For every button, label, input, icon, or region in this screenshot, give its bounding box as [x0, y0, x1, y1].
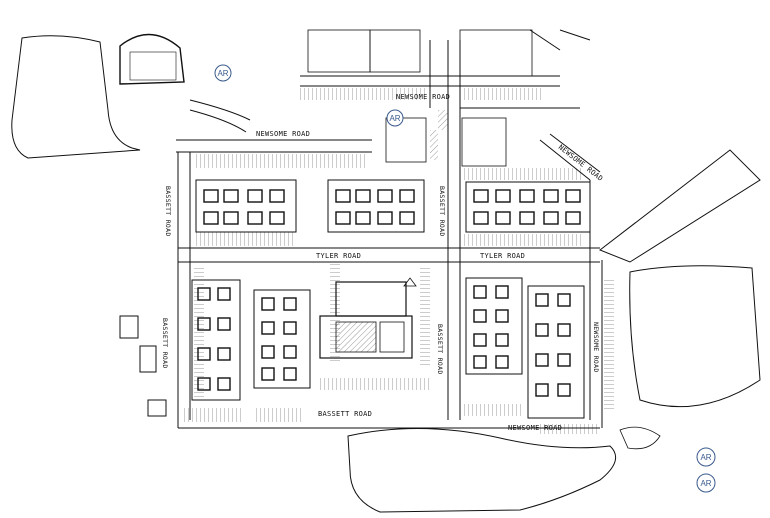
north-building-1 — [307, 29, 371, 73]
newsome-road-top-label: NEWSOME ROAD — [256, 130, 310, 138]
building-block-ne — [465, 181, 591, 233]
hatch-strip-1 — [430, 130, 438, 160]
bassett-road-right-label: BASSETT ROAD — [436, 324, 444, 375]
north-building-2 — [369, 29, 421, 73]
stadium-northwest — [119, 33, 185, 85]
road-network — [176, 29, 603, 429]
ar-marker-1[interactable]: AR — [214, 64, 232, 82]
tyler-road-right-label: TYLER ROAD — [480, 252, 525, 260]
bassett-road-lower-label: BASSETT ROAD — [161, 318, 169, 369]
newsome-road-upper-label: NEWSOME ROAD — [396, 93, 450, 101]
svg-text:AR: AR — [700, 479, 711, 488]
small-building-west-1 — [119, 315, 139, 339]
ar-marker-3[interactable]: AR — [696, 447, 716, 467]
parking-stalls — [182, 88, 614, 434]
building-block-sw2 — [253, 289, 311, 389]
building-block-se1 — [465, 277, 523, 375]
open-lot-northwest — [11, 35, 141, 159]
hatch-strip-2 — [438, 110, 448, 130]
north-building-3 — [459, 29, 533, 77]
stadium-inner — [129, 51, 177, 81]
svg-text:AR: AR — [217, 69, 228, 78]
open-lot-east-lower — [629, 265, 761, 408]
newsome-road-right-label: NEWSOME ROAD — [592, 322, 600, 373]
bassett-road-mid-label: BASSETT ROAD — [438, 186, 446, 237]
svg-text:AR: AR — [700, 453, 711, 462]
tyler-road-left-label: TYLER ROAD — [316, 252, 361, 260]
ar-marker-4[interactable]: AR — [696, 473, 716, 493]
building-block-nw — [195, 179, 297, 233]
northeast-diagonal-road — [598, 149, 761, 263]
building-block-nc — [327, 179, 425, 233]
svg-text:AR: AR — [389, 114, 400, 123]
bassett-road-upper-label: BASSETT ROAD — [164, 186, 172, 237]
bassett-road-center-label: BASSETT ROAD — [318, 410, 372, 418]
small-building-west-2 — [139, 345, 157, 373]
central-building — [319, 277, 417, 359]
small-building-west-3 — [147, 399, 167, 417]
ar-marker-2[interactable]: AR — [386, 109, 404, 127]
building-block-sw1 — [191, 279, 241, 401]
north-building-4 — [385, 117, 427, 163]
open-lot-southeast — [347, 427, 617, 513]
newsome-road-bottom-label: NEWSOME ROAD — [508, 424, 562, 432]
north-building-5 — [461, 117, 507, 167]
building-block-se2 — [527, 285, 585, 419]
pond-east — [619, 426, 661, 450]
